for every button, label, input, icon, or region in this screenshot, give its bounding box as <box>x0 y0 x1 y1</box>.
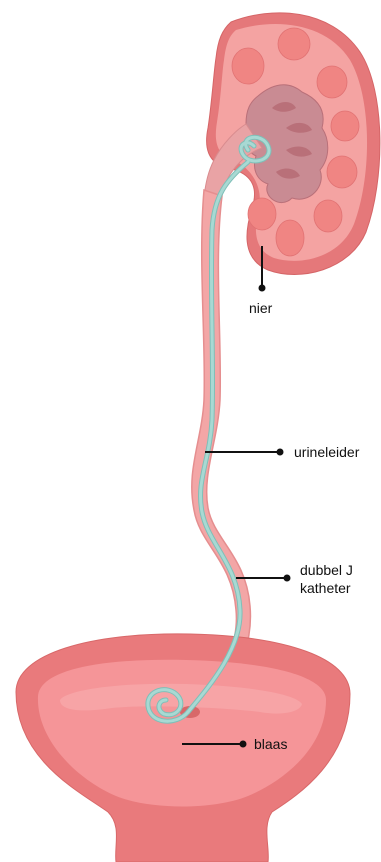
bladder-label: blaas <box>254 735 287 753</box>
stent-label: dubbel J katheter <box>300 561 353 597</box>
stent-label-line-2: katheter <box>300 579 353 597</box>
stent-label-line-1: dubbel J <box>300 561 353 579</box>
kidney <box>204 13 380 275</box>
kidney-label: nier <box>249 299 272 317</box>
bladder <box>16 634 350 862</box>
leader-ureter <box>205 449 284 456</box>
ureter-label: urineleider <box>294 443 359 461</box>
